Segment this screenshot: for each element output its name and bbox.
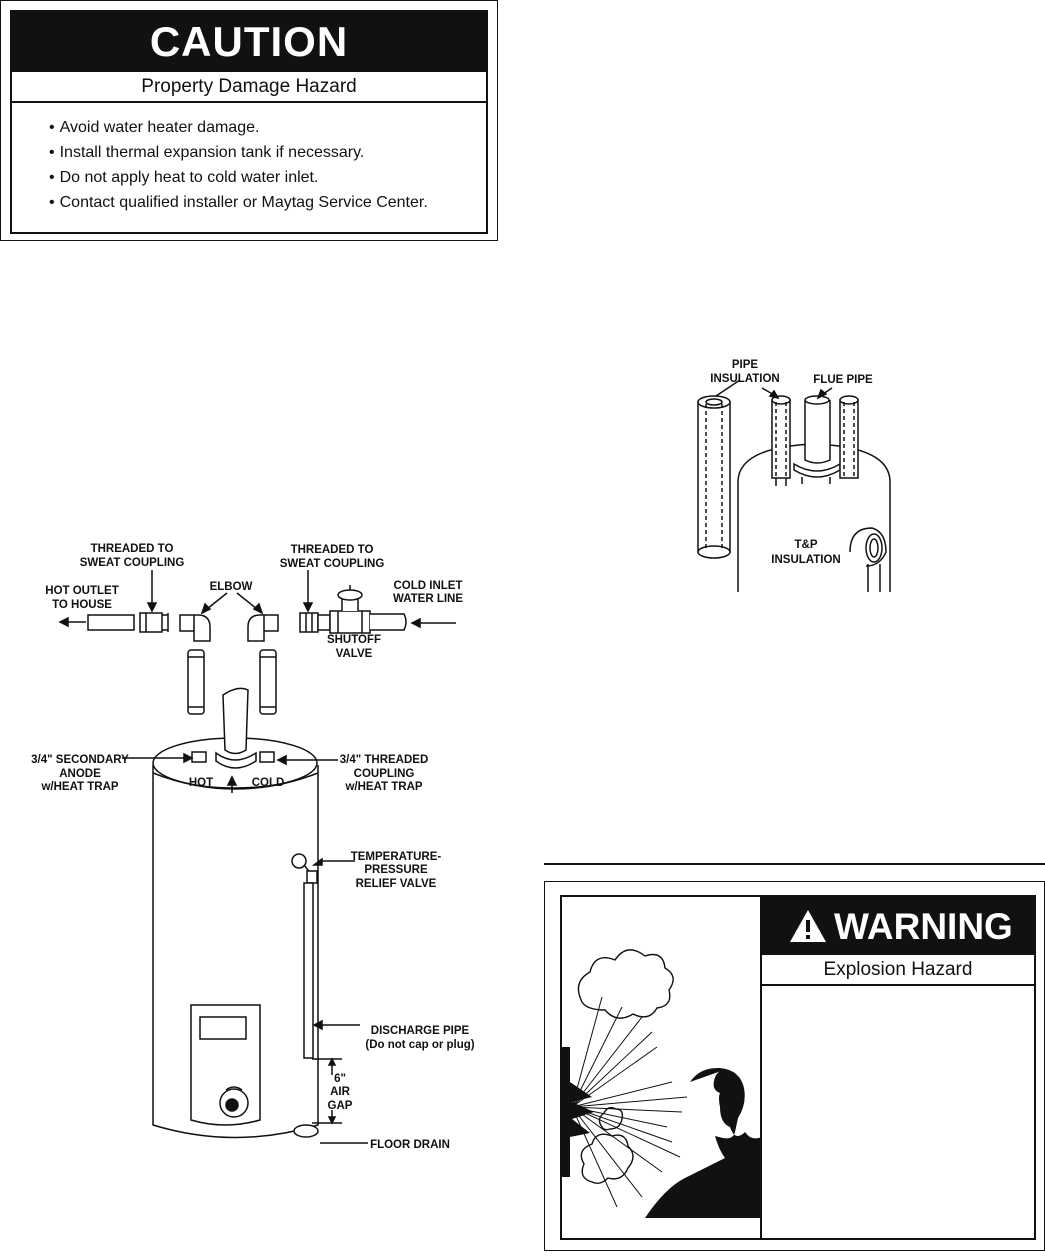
label-gap-1: 6" [334, 1073, 346, 1085]
label-pipe-insulation-2: INSULATION [710, 373, 779, 385]
label-tp-valve-3: RELIEF VALVE [356, 878, 437, 890]
label-cold-inlet-2: WATER LINE [393, 593, 463, 605]
caution-title: CAUTION [12, 12, 486, 72]
label-discharge-2: (Do not cap or plug) [365, 1039, 474, 1051]
label-hot-outlet-2: TO HOUSE [52, 599, 112, 611]
caution-item: Install thermal expansion tank if necess… [49, 140, 486, 165]
warning-title: WARNING [834, 906, 1013, 947]
warning-header: WARNING [762, 897, 1034, 955]
label-shutoff-2: VALVE [336, 648, 373, 660]
floor-drain [293, 1124, 319, 1138]
caution-item: Avoid water heater damage. [49, 115, 486, 140]
label-threaded-coupling-2: COUPLING [354, 768, 415, 780]
label-shutoff-1: SHUTOFF [327, 634, 381, 646]
hot-pipe-insulation [771, 395, 791, 486]
label-secondary-1: 3/4" SECONDARY [31, 754, 129, 766]
label-gap-3: GAP [328, 1100, 353, 1112]
pipe-insulation-diagram: PIPE INSULATION FLUE PIPE T&P INSULATION [697, 359, 891, 592]
riser-pipes [187, 649, 277, 715]
label-pipe-insulation-1: PIPE [732, 359, 759, 371]
label-hot: HOT [189, 777, 213, 789]
tank-top [737, 443, 891, 592]
cold-pipe-insulation [839, 395, 859, 479]
label-secondary-2: ANODE [59, 768, 101, 780]
label-threaded-left-1: THREADED TO [91, 543, 174, 555]
caution-item: Do not apply heat to cold water inlet. [49, 165, 486, 190]
label-threaded-coupling-1: 3/4" THREADED [340, 754, 429, 766]
right-elbow [247, 614, 279, 642]
label-discharge-1: DISCHARGE PIPE [371, 1025, 470, 1037]
label-hot-outlet-1: HOT OUTLET [45, 585, 118, 597]
label-threaded-right-2: SWEAT COUPLING [280, 558, 385, 570]
caution-frame: CAUTION Property Damage Hazard Avoid wat… [10, 10, 488, 234]
label-tp-insulation-1: T&P [795, 539, 818, 551]
warning-label: WARNING Explosion Hazard [544, 881, 1045, 1251]
label-elbow: ELBOW [210, 581, 253, 593]
left-sweat-coupling [139, 612, 169, 633]
caution-subtitle: Property Damage Hazard [12, 72, 486, 103]
caution-label: CAUTION Property Damage Hazard Avoid wat… [0, 0, 498, 241]
label-cold: COLD [252, 777, 285, 789]
explosion-person-icon [562, 949, 760, 1218]
label-tp-valve-2: PRESSURE [364, 864, 428, 876]
caution-list: Avoid water heater damage. Install therm… [12, 103, 486, 215]
hot-outlet-pipe [58, 614, 135, 631]
label-floor-drain: FLOOR DRAIN [370, 1139, 450, 1151]
label-gap-2: AIR [330, 1086, 351, 1098]
shutoff-valve [329, 585, 371, 634]
cold-inlet-pipe [370, 613, 456, 631]
label-tp-insulation-2: INSULATION [771, 554, 840, 566]
right-sweat-coupling [299, 612, 331, 633]
caution-item: Contact qualified installer or Maytag Se… [49, 190, 486, 215]
warning-frame: WARNING Explosion Hazard [560, 895, 1036, 1240]
tp-insulation [849, 527, 887, 592]
warning-subtitle: Explosion Hazard [762, 955, 1034, 986]
label-threaded-coupling-3: w/HEAT TRAP [344, 781, 422, 793]
flue-pipe [793, 395, 841, 484]
section-divider [544, 863, 1045, 865]
water-heater-installation-diagram: THREADED TO SWEAT COUPLING THREADED TO S… [31, 543, 475, 1151]
water-heater-tank [152, 687, 319, 1139]
label-threaded-left-2: SWEAT COUPLING [80, 557, 185, 569]
explosion-pictogram [562, 897, 762, 1238]
label-cold-inlet-1: COLD INLET [394, 580, 463, 592]
left-elbow [179, 614, 211, 642]
label-flue-pipe: FLUE PIPE [813, 374, 873, 386]
label-secondary-3: w/HEAT TRAP [40, 781, 118, 793]
warning-triangle-icon [790, 910, 826, 942]
label-tp-valve-1: TEMPERATURE- [351, 851, 442, 863]
label-threaded-right-1: THREADED TO [291, 544, 374, 556]
loose-insulation-sleeve [697, 395, 731, 559]
